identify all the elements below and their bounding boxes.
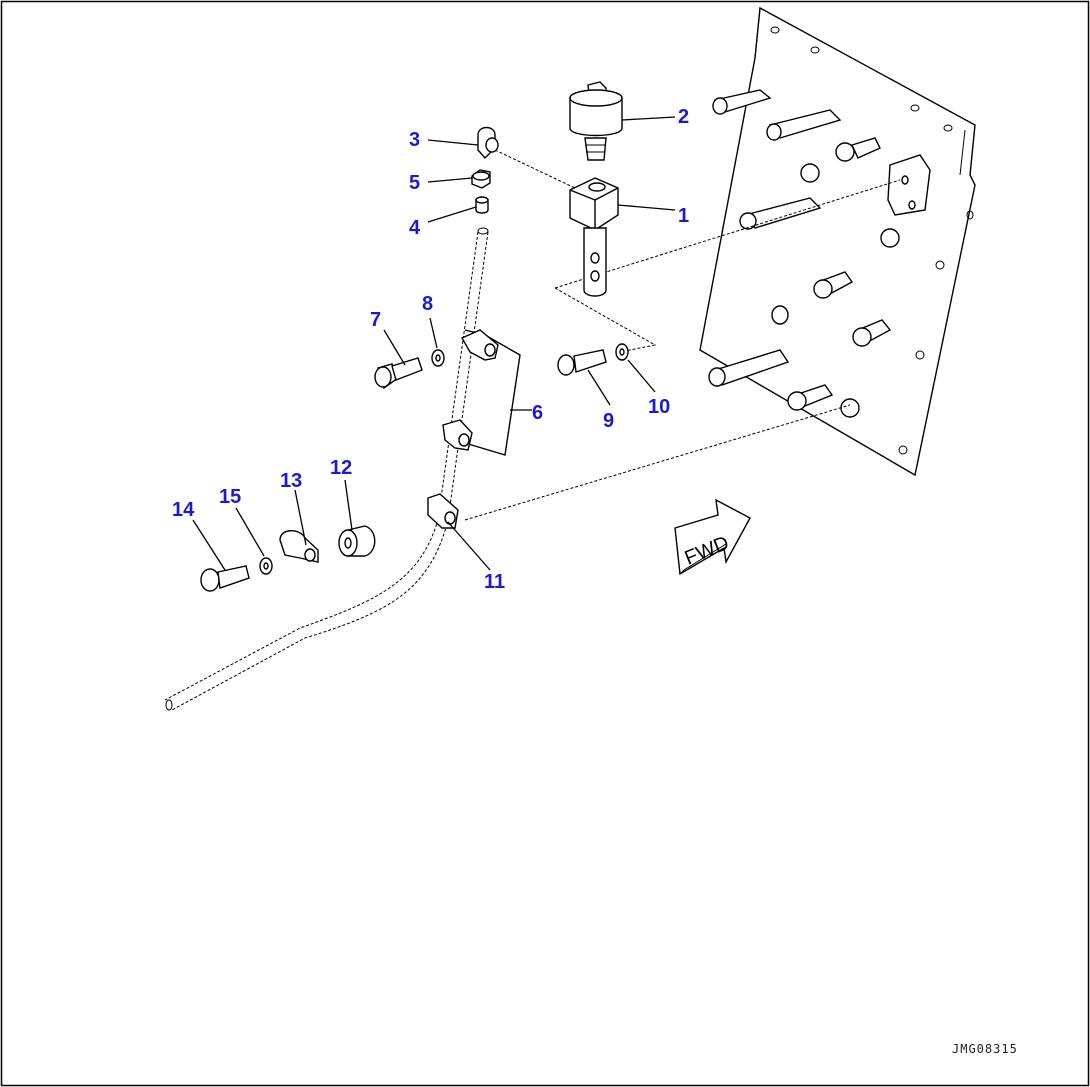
- callout-8: 8: [422, 293, 433, 315]
- sensor-block: [569, 177, 619, 297]
- callout-11: 11: [484, 571, 505, 593]
- washer-10: [615, 343, 629, 361]
- hose-clamp: [427, 493, 459, 529]
- pressure-sensor: [569, 81, 623, 161]
- leader-lines: [192, 116, 676, 571]
- sleeve: [475, 196, 489, 214]
- mounting-plate: [699, 6, 976, 477]
- callout-3: 3: [409, 129, 420, 151]
- clip-13: [279, 530, 319, 563]
- callout-10: 10: [648, 396, 670, 418]
- fwd-label: FWD: [682, 532, 732, 569]
- callout-9: 9: [603, 410, 614, 432]
- callout-4: 4: [409, 217, 421, 239]
- callout-2: 2: [678, 106, 689, 128]
- clip-assembly: [442, 329, 521, 456]
- washer-15: [259, 557, 273, 575]
- bolt-7: [374, 357, 423, 390]
- callout-5: 5: [409, 172, 420, 194]
- hex-nut: [471, 169, 491, 189]
- bolt-14: [200, 565, 250, 592]
- callouts: 1 2 3 4 5 6 7 8 9 10 11 12 13 14 15: [172, 106, 689, 593]
- callout-1: 1: [678, 205, 689, 227]
- callout-12: 12: [330, 457, 352, 479]
- hose: [164, 227, 489, 711]
- drawing-code: JMG08315: [952, 1042, 1018, 1056]
- callout-13: 13: [280, 470, 302, 492]
- callout-15: 15: [219, 486, 241, 508]
- bolt-9: [557, 349, 607, 376]
- callout-6: 6: [532, 402, 543, 424]
- forward-arrow: FWD: [674, 498, 751, 576]
- elbow-fitting: [477, 126, 499, 160]
- callout-14: 14: [172, 499, 195, 521]
- spacer: [338, 525, 376, 557]
- washer-8: [431, 349, 445, 367]
- phantom-lines: [464, 149, 901, 521]
- callout-7: 7: [370, 309, 381, 331]
